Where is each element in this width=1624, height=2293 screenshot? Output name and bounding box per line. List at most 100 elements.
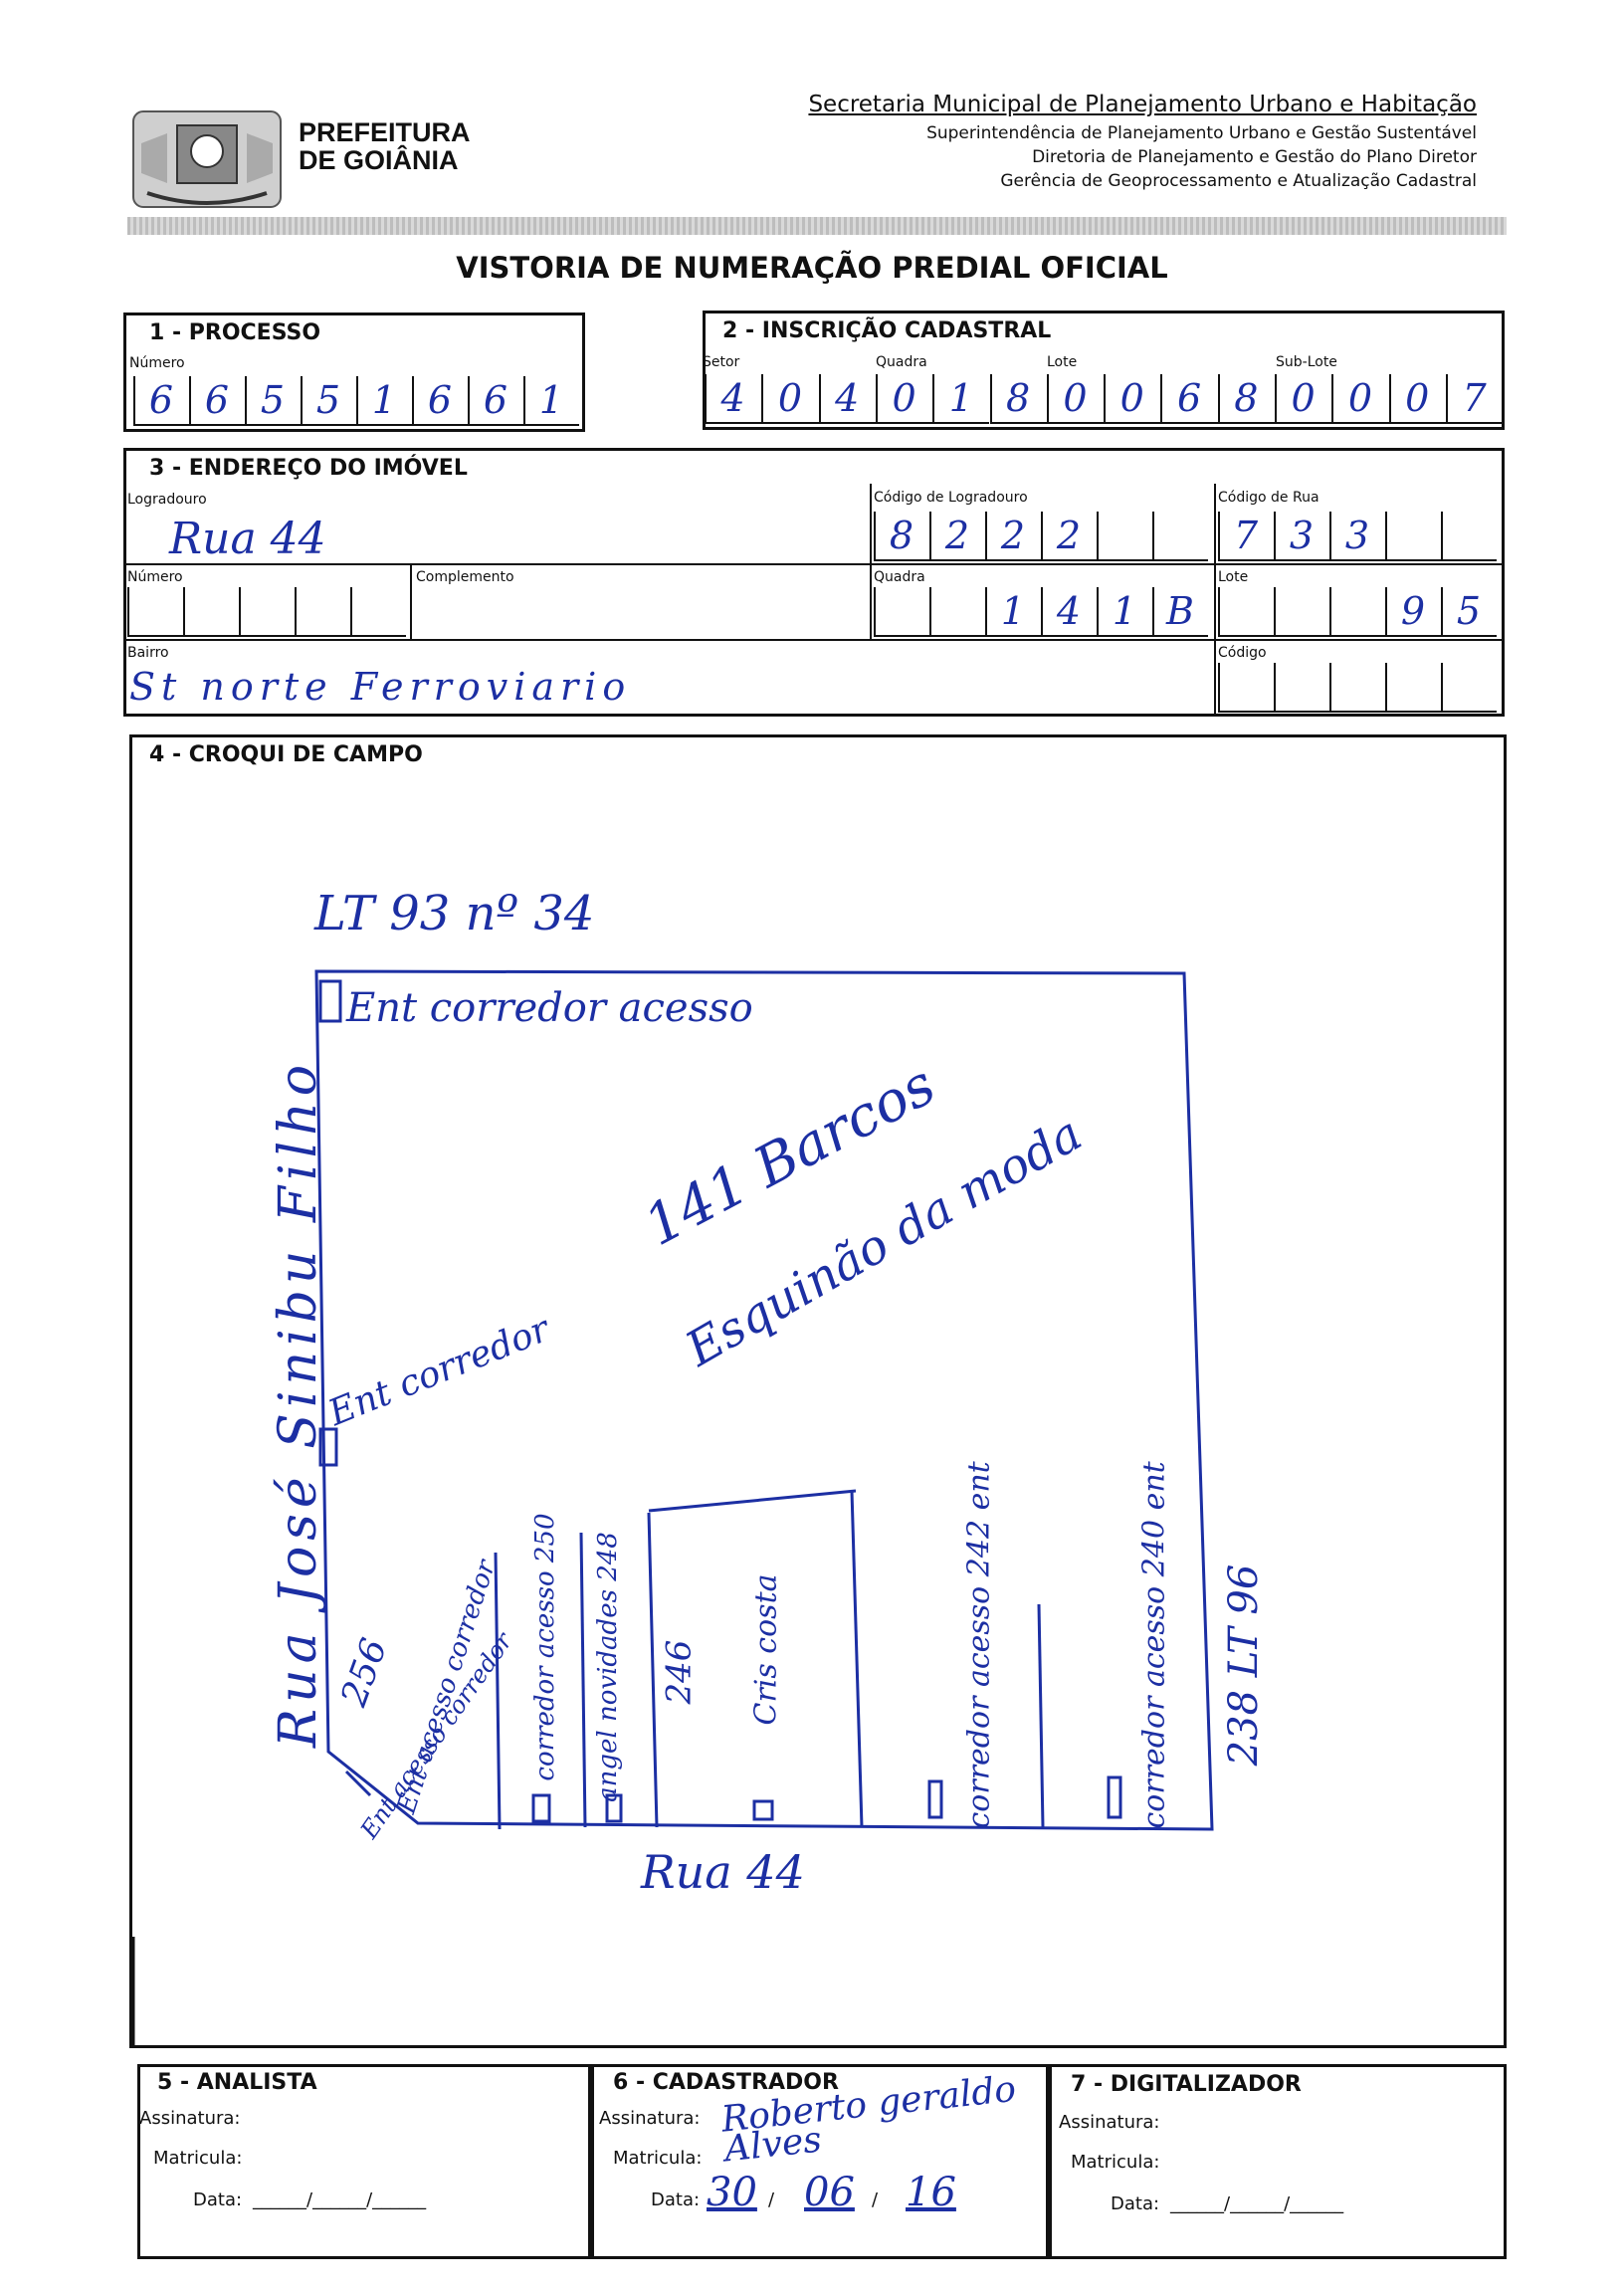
croqui-ent-top: Ent corredor acesso [346,985,753,1031]
bairro-value: St norte Ferroviario [129,665,632,709]
unit-divider-244 [850,1490,864,1828]
cadastrador-matricula-label: Matricula: [613,2148,703,2169]
inscricao-digit: 0 [1291,376,1316,420]
processo-cell [245,376,301,426]
inscricao-cell [1217,374,1275,424]
inscricao-digit: 0 [1063,376,1088,420]
gerencia-line: Gerência de Geoprocessamento e Atualizaç… [1000,171,1477,191]
processo-digit: 6 [427,378,453,422]
cod-logradouro-cell [874,512,929,561]
inscricao-digit: 0 [1347,376,1373,420]
cod-logradouro-cell [1152,512,1208,561]
inscricao-digit: 8 [1006,376,1031,420]
lote-cell [1385,587,1441,637]
inscricao-cell [1445,374,1504,424]
entrance-marker-top [318,979,342,1023]
cod-logradouro-digit: 2 [944,514,970,557]
entrance-marker-246 [752,1799,774,1821]
cadastrador-box [591,2064,1049,2259]
corner-marker [344,1770,372,1797]
croqui-bottom-street: Rua 44 [641,1845,805,1899]
lote-digit: 5 [1456,589,1482,633]
inscricao-box [703,311,1505,430]
form-title: VISTORIA DE NUMERAÇÃO PREDIAL OFICIAL [456,251,1168,285]
analista-date-slots: ______/______/______ [253,2189,427,2210]
codigo-cell [1329,663,1385,713]
inscricao-digit: 0 [1405,376,1430,420]
coat-of-arms-logo [127,104,287,215]
inscricao-sublote-label: Sub-Lote [1276,354,1337,370]
croqui-unit-250: corredor acesso 250 [530,1513,560,1781]
codigo-cell [1218,663,1274,713]
digitalizador-date-slots: ______/______/______ [1170,2193,1344,2214]
digitalizador-assinatura-label: Assinatura: [1059,2112,1160,2133]
quadra-digit: 4 [1056,589,1082,633]
inscricao-digit: 0 [1119,376,1144,420]
quadra-cell [985,587,1041,637]
cadastrador-title: 6 - CADASTRADOR [613,2070,839,2095]
croqui-box [129,734,1507,2048]
digitalizador-box [1049,2064,1507,2259]
cod-logradouro-digit: 8 [889,514,914,557]
inscricao-digit: 4 [835,376,860,420]
cod-logradouro-digit: 2 [1056,514,1082,557]
cod-logradouro-cell [1041,512,1097,561]
cod-logradouro-label: Código de Logradouro [874,490,1028,506]
cod-rua-digit: 7 [1233,514,1259,557]
inscricao-cell [1046,374,1105,424]
processo-cell [356,376,412,426]
processo-cell [468,376,523,426]
unit-divider-248 [579,1532,587,1828]
cadastrador-date-year: 16 [906,2170,956,2215]
croqui-left-street: Rua José Sinibu Filho [269,1058,328,1749]
inscricao-setor-label: Setor [703,354,740,370]
croqui-title: 4 - CROQUI DE CAMPO [149,742,423,767]
inscricao-cell [1331,374,1389,424]
croqui-unit-248: angel novidades 248 [593,1532,623,1802]
unit-divider-242 [1037,1603,1045,1828]
croqui-unit-240: corredor acesso 240 ent [1136,1461,1172,1829]
entrance-marker-248 [605,1793,623,1823]
quadra-digit: 1 [1112,589,1137,633]
analista-title: 5 - ANALISTA [157,2070,317,2095]
header-gray-band [127,217,1507,235]
endereco-title: 3 - ENDEREÇO DO IMÓVEL [149,456,468,481]
cod-rua-cell [1329,512,1385,561]
numero-cell [183,587,239,637]
processo-digit: 6 [204,378,230,422]
cod-rua-label: Código de Rua [1218,490,1320,506]
inscricao-digit: 1 [948,376,973,420]
cod-rua-digit: 3 [1289,514,1315,557]
cod-logradouro-cell [929,512,985,561]
cod-rua-digit: 3 [1344,514,1370,557]
inscricao-cell [875,374,933,424]
processo-cell [301,376,356,426]
cod-rua-cell [1385,512,1441,561]
processo-box [123,313,585,432]
lote-cell [1329,587,1385,637]
inscricao-digit: 8 [1234,376,1259,420]
numero-cell [239,587,295,637]
entrance-marker-left [318,1427,338,1467]
cadastrador-data-label: Data: [651,2189,701,2210]
inscricao-cell [818,374,876,424]
analista-matricula-label: Matricula: [153,2148,243,2169]
processo-digit: 6 [483,378,508,422]
croqui-right-note: 238 LT 96 [1221,1563,1267,1767]
lote-label: Lote [1218,569,1249,585]
logradouro-label: Logradouro [127,492,207,508]
endereco-divider-2 [123,639,1505,641]
inscricao-quadra-label: Quadra [876,354,927,370]
codigo-cell [1385,663,1441,713]
processo-numero-label: Número [129,355,185,371]
endereco-divider-1 [123,563,1505,565]
lote-cell [1218,587,1274,637]
quadra-cell [1041,587,1097,637]
bairro-label: Bairro [127,645,169,661]
inscricao-digit: 6 [1176,376,1202,420]
codigo-label: Código [1218,645,1267,661]
cadastrador-assinatura-label: Assinatura: [599,2108,701,2129]
processo-cell [133,376,189,426]
cadastrador-date-sep1: / [768,2189,775,2210]
